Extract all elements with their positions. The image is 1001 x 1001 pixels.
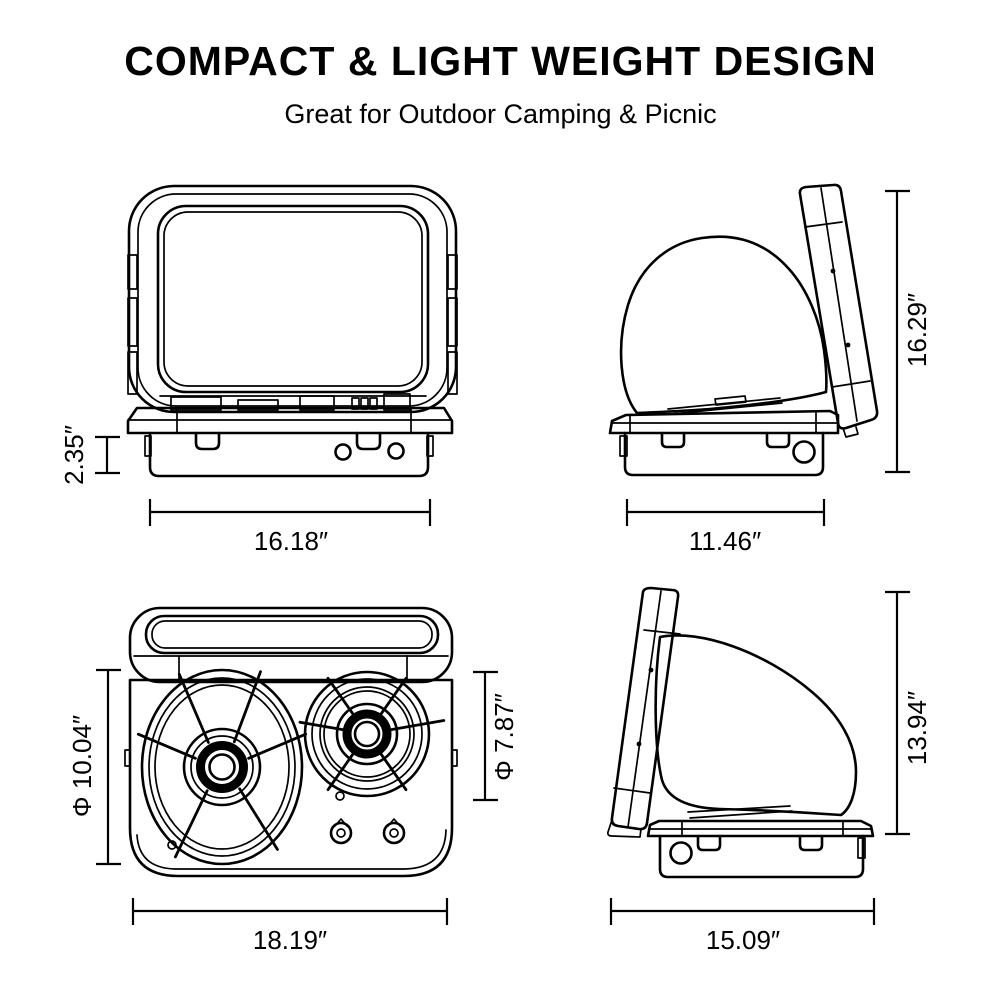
page-title: COMPACT & LIGHT WEIGHT DESIGN <box>124 38 877 84</box>
burner-right <box>298 670 446 801</box>
dimension-top-width: 18.19″ <box>131 898 449 955</box>
dimension-front-width: 16.18″ <box>148 499 432 556</box>
dimension-label-top-width: 18.19″ <box>253 925 327 955</box>
side-view-right-drawing: 16.29″ 11.46″ <box>608 183 932 556</box>
top-view-drawing: Φ 10.04″ Φ 7.87″ 18.19″ <box>67 606 519 955</box>
latch-tab <box>765 431 791 449</box>
dimension-top-burner-right: Φ 7.87″ <box>473 670 519 802</box>
dimension-left-depth: 15.09″ <box>609 898 876 955</box>
igniter-button <box>334 443 352 461</box>
burner-cover-left <box>654 634 858 817</box>
lid-panel-right <box>798 183 879 438</box>
page-subtitle: Great for Outdoor Camping & Picnic <box>284 99 717 129</box>
dimension-left-height: 13.94″ <box>885 590 932 836</box>
burner-left <box>136 668 308 866</box>
latch-tab <box>194 431 221 451</box>
side-view-left-drawing: 13.94″ 15.09″ <box>606 586 932 955</box>
base-body-front <box>144 431 434 478</box>
body-top <box>124 678 458 878</box>
igniter-button <box>387 442 405 460</box>
igniter-electrode <box>167 840 177 850</box>
latch-tab <box>696 834 722 852</box>
gas-inlet <box>669 841 693 865</box>
dimension-label-right-depth: 11.46″ <box>689 526 761 556</box>
dimension-label-front-width: 16.18″ <box>254 526 328 556</box>
base-right <box>608 409 840 477</box>
dimension-label-right-height: 16.29″ <box>902 293 932 367</box>
dimension-right-height: 16.29″ <box>885 189 932 474</box>
dimension-label-burner-left-diameter: Φ 10.04″ <box>67 715 97 817</box>
dimension-label-front-base-height: 2.35″ <box>59 425 89 485</box>
front-view-drawing: 2.35″ 16.18″ <box>59 184 458 556</box>
dimension-label-left-depth: 15.09″ <box>706 925 780 955</box>
dimension-label-left-height: 13.94″ <box>902 691 932 765</box>
igniter-electrode <box>335 791 345 801</box>
dimension-label-burner-right-diameter: Φ 7.87″ <box>489 693 519 781</box>
gas-inlet <box>792 440 816 464</box>
base-left <box>646 819 875 879</box>
burner-cover-right <box>619 235 828 415</box>
latch-tab <box>660 431 686 449</box>
lid-strip-top <box>128 606 454 684</box>
stove-top-plate-front <box>126 406 454 435</box>
dimension-right-depth: 11.46″ <box>625 499 826 556</box>
dimension-top-burner-left: Φ 10.04″ <box>67 668 121 866</box>
latch-tab <box>798 834 824 852</box>
lid-panel-left <box>606 586 681 838</box>
dimension-front-base-height: 2.35″ <box>59 425 120 485</box>
lid-open-front <box>127 184 458 414</box>
grate-edge-left <box>687 805 793 819</box>
grate-edge-right <box>667 395 783 415</box>
igniter-knobs-top <box>329 818 406 845</box>
latch-tab <box>355 431 382 451</box>
